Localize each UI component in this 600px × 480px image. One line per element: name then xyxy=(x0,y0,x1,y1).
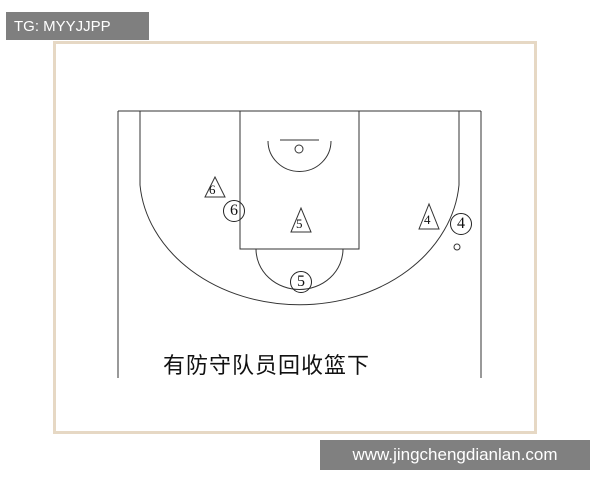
website-banner[interactable]: www.jingchengdianlan.com xyxy=(320,440,590,470)
diagram-caption: 有防守队员回收篮下 xyxy=(163,354,371,379)
defense-6-label: 6 xyxy=(230,202,238,219)
offense-4-triangle xyxy=(418,202,440,230)
restricted-arc xyxy=(267,140,332,172)
diagram-frame xyxy=(53,41,537,434)
offense-5-triangle xyxy=(290,206,312,233)
offense-6-label: 6 xyxy=(209,182,216,197)
telegram-tag: TG: MYYJJPP xyxy=(6,12,149,40)
hoop xyxy=(294,144,304,154)
paint-lane xyxy=(239,110,360,250)
defense-4-circle: 4 xyxy=(450,213,472,235)
three-point-arc xyxy=(139,184,460,306)
defense-4-label: 4 xyxy=(457,215,465,232)
offense-5-label: 5 xyxy=(296,216,303,231)
defense-5-circle: 5 xyxy=(290,271,312,293)
defense-6-circle: 6 xyxy=(223,200,245,222)
defense-5-label: 5 xyxy=(297,273,305,290)
offense-6-triangle xyxy=(204,175,226,198)
ball xyxy=(453,243,461,251)
offense-4-label: 4 xyxy=(424,212,431,227)
